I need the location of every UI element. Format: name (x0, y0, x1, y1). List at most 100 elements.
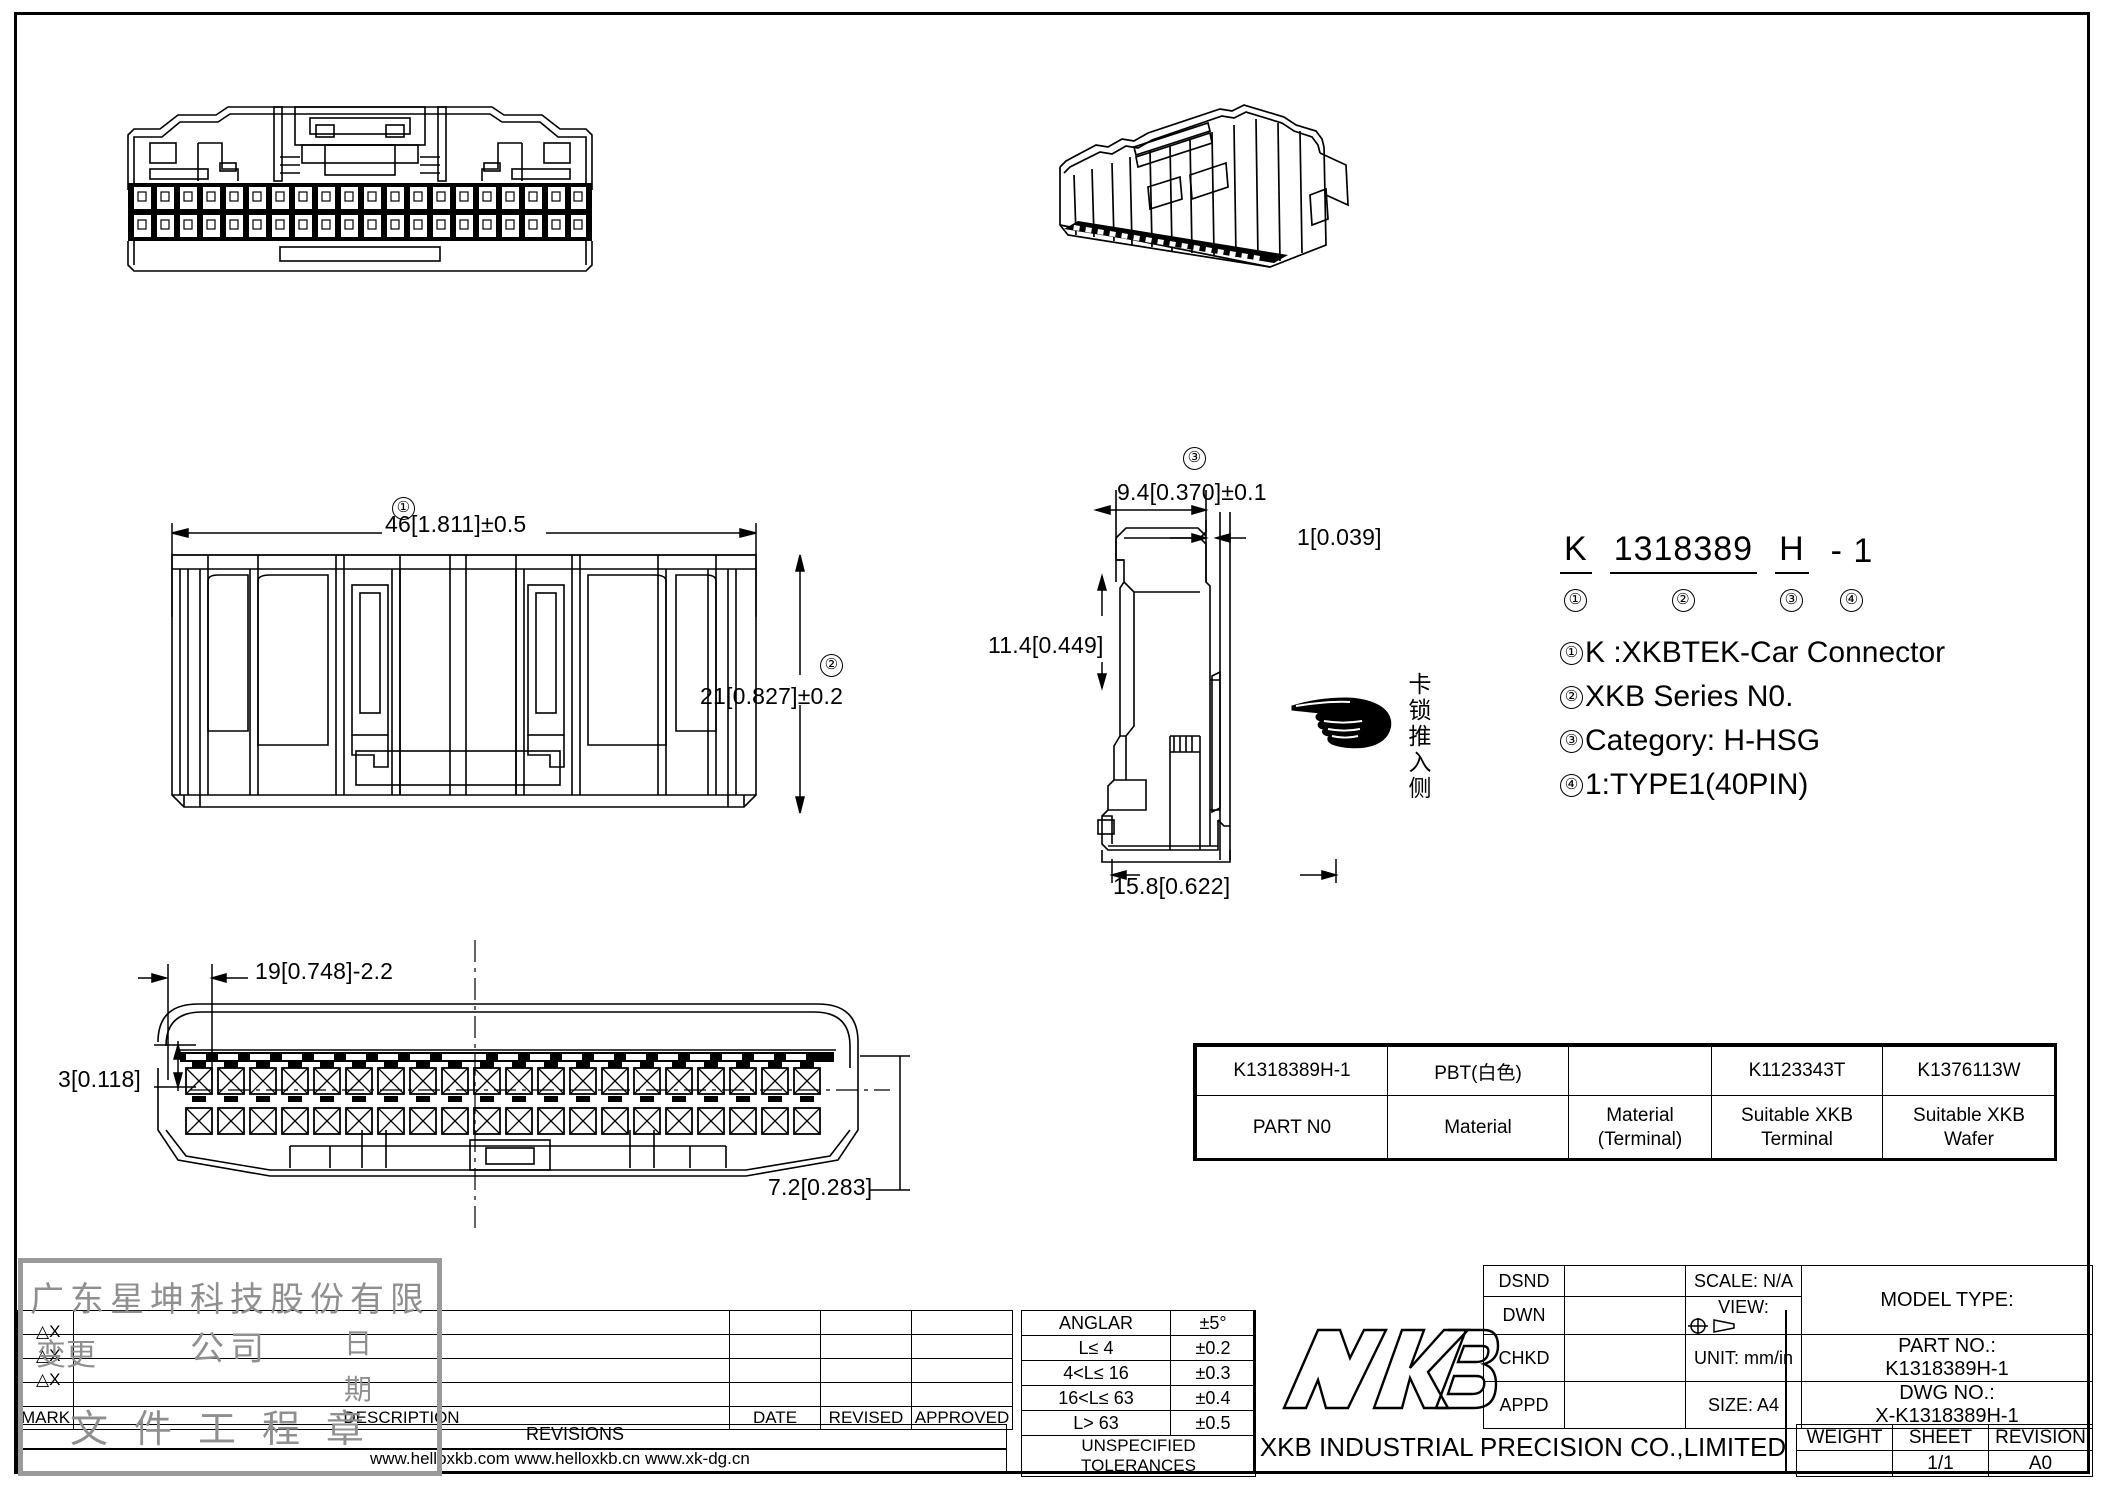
stamp-date-char-1: 日 (344, 1327, 373, 1360)
tol-range-5: L> 63 (1021, 1410, 1171, 1436)
material-header-wafer-l1: Suitable XKB (1913, 1105, 2025, 1127)
tolerance-caption-row: UNSPECIFIED TOLERANCES (1021, 1435, 1256, 1477)
rev-mark-2[interactable] (17, 1334, 74, 1359)
title-meta-unit: UNIT: mm/in (1685, 1334, 1802, 1382)
title-block: DSND SCALE: N/A MODEL TYPE: DWN VIEW: (1483, 1265, 2093, 1429)
material-value-terminal: K1123343T (1711, 1046, 1883, 1096)
title-value-chkd[interactable] (1564, 1334, 1686, 1382)
pn-index-2: ② (1671, 589, 1695, 612)
stamp-mark-char: 变更 (36, 1338, 96, 1373)
tol-value-2: ±0.2 (1170, 1335, 1256, 1361)
dim-side-height-line (1097, 573, 1107, 691)
legend-row-3: ③ Category: H-HSG (1560, 719, 2080, 763)
part-number-legend: K ① 1318389 ② H ③ - 1 ④ ① K :XKBTEK-Car … (1560, 530, 2080, 807)
pn-segment-1: K ① (1560, 530, 1592, 613)
material-header-mt-l2: (Terminal) (1597, 1129, 1683, 1150)
centerline-bottom-view (474, 940, 476, 1230)
tolerance-row: L≤ 4 ±0.2 (1021, 1335, 1256, 1361)
stamp-date-char-2: 期 (344, 1373, 373, 1406)
dim-height-line (795, 554, 805, 814)
weight-value (1796, 1450, 1893, 1477)
side-note-cn-label: 卡锁推入侧 (1404, 672, 1430, 802)
pn-index-4: ④ (1840, 589, 1864, 612)
tol-value-3: ±0.3 (1170, 1360, 1256, 1386)
pn-segment-4: - 1 ④ (1827, 532, 1878, 613)
side-view-drawing (1097, 490, 1231, 863)
rev-header-description: DESCRIPTION (73, 1406, 730, 1430)
dim-height-overall-label: 21[0.827]±0.2 (700, 683, 844, 709)
revision-value: A0 (1988, 1450, 2093, 1477)
title-row-chkd: CHKD UNIT: mm/in PART NO.: K1318389H-1 (1483, 1334, 2093, 1382)
material-table: K1318389H-1 PBT(白色) K1123343T K1376113W … (1196, 1046, 2056, 1161)
legend-row-1: ① K :XKBTEK-Car Connector (1560, 631, 2080, 675)
revision-table: MARK DESCRIPTION DATE REVISED APPROVED (17, 1310, 1013, 1430)
title-model-type-label: MODEL TYPE: (1880, 1288, 2014, 1311)
legend-row-2: ② XKB Series N0. (1560, 675, 2080, 719)
legend-text-1: K :XKBTEK-Car Connector (1585, 636, 1946, 669)
title-dwg-no-value: X-K1318389H-1 (1875, 1405, 2019, 1427)
xkb-logo-icon (1282, 1328, 1500, 1410)
title-value-appd[interactable] (1564, 1381, 1686, 1429)
title-value-dwn[interactable] (1564, 1296, 1686, 1335)
material-header-wafer-l2: Wafer (1944, 1129, 1994, 1150)
wsr-header-row: WEIGHT SHEET REVISION (1796, 1424, 2093, 1451)
front-view-drawing (127, 106, 593, 272)
dim-side-depth-label: 9.4[0.370]±0.1 (1117, 479, 1267, 505)
rev-date-3[interactable] (729, 1358, 821, 1383)
legend-text-4: 1:TYPE1(40PIN) (1585, 768, 1809, 802)
title-part-no-value: K1318389H-1 (1885, 1358, 2009, 1380)
material-value-wafer: K1376113W (1882, 1046, 2056, 1096)
company-name: XKB INDUSTRIAL PRECISION CO.,LIMITED (1259, 1432, 1787, 1462)
title-label-appd: APPD (1483, 1381, 1565, 1429)
rev-revised-2[interactable] (820, 1334, 912, 1359)
rev-date-2[interactable] (729, 1334, 821, 1359)
material-value-material: PBT(白色) (1387, 1046, 1569, 1096)
company-stamp-bottom-text: 文件工程章 (69, 1407, 390, 1451)
dim-balloon-1-top: ① (392, 493, 415, 520)
pn-value-4: - 1 (1830, 532, 1874, 570)
revision-header-row: MARK DESCRIPTION DATE REVISED APPROVED (17, 1406, 1013, 1430)
first-angle-projection-icon (1688, 1318, 1735, 1334)
material-header-terminal: Suitable XKB Terminal (1711, 1095, 1883, 1161)
legend-index-3: ③ (1560, 729, 1583, 753)
rev-approved-2[interactable] (911, 1334, 1013, 1359)
pn-value-1: K (1560, 530, 1592, 574)
tolerance-caption: UNSPECIFIED TOLERANCES (1021, 1435, 1256, 1477)
pn-value-3: H (1775, 530, 1809, 574)
mark-delta-2: △X (36, 1346, 61, 1365)
title-meta-scale: SCALE: N/A (1685, 1265, 1802, 1297)
sheet-label: SHEET (1892, 1424, 1989, 1451)
tol-range-3: 4<L≤ 16 (1021, 1360, 1171, 1386)
dim-balloon-2-top: ② (820, 650, 843, 677)
dim-side-lip-label: 1[0.039] (1297, 524, 1382, 550)
material-values-row: K1318389H-1 PBT(白色) K1123343T K1376113W (1196, 1046, 2056, 1096)
rev-revised-3[interactable] (820, 1358, 912, 1383)
title-part-no-label: PART NO.: (1898, 1335, 1996, 1357)
pn-segment-2: 1318389 ② (1609, 530, 1758, 613)
material-header-part-no-l1: PART N0 (1252, 1117, 1332, 1139)
title-dwg-no-label: DWG NO.: (1899, 1382, 1995, 1404)
pointing-hand-icon (1291, 697, 1392, 749)
title-row-appd: APPD SIZE: A4 DWG NO.: X-K1318389H-1 (1483, 1381, 2093, 1429)
revision-row (17, 1358, 1013, 1383)
rev-header-approved: APPROVED (911, 1406, 1013, 1430)
mark-delta-3: △X (36, 1370, 61, 1389)
rev-revised-4[interactable] (820, 1382, 912, 1407)
weight-sheet-revision-table: WEIGHT SHEET REVISION 1/1 A0 (1796, 1424, 2093, 1477)
rev-approved-1[interactable] (911, 1310, 1013, 1335)
legend-index-1: ① (1560, 641, 1583, 665)
tol-range-4: 16<L≤ 63 (1021, 1385, 1171, 1411)
legend-index-2: ② (1560, 685, 1583, 709)
company-urls[interactable]: www.helloxkb.com www.helloxkb.cn www.xk-… (370, 1449, 750, 1468)
rev-date-4[interactable] (729, 1382, 821, 1407)
title-label-dsnd: DSND (1483, 1265, 1565, 1297)
wsr-value-row: 1/1 A0 (1796, 1450, 2093, 1477)
weight-label: WEIGHT (1796, 1424, 1893, 1451)
part-number-string: K ① 1318389 ② H ③ - 1 ④ (1560, 530, 2080, 613)
rev-revised-1[interactable] (820, 1310, 912, 1335)
rev-date-1[interactable] (729, 1310, 821, 1335)
rev-approved-3[interactable] (911, 1358, 1013, 1383)
rev-approved-4[interactable] (911, 1382, 1013, 1407)
title-value-dsnd[interactable] (1564, 1265, 1686, 1297)
